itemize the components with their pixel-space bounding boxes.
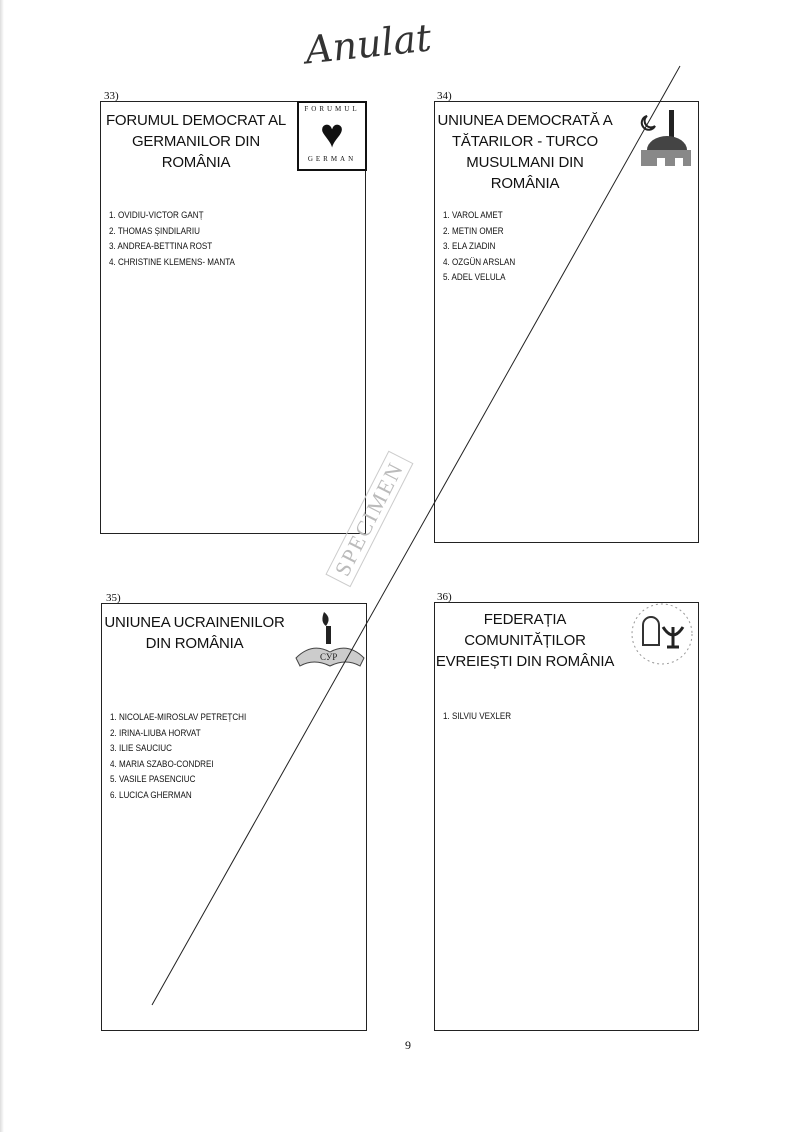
title-line: UNIUNEA UCRAINENILOR xyxy=(104,614,285,631)
ballot-box-36: FEDERAȚIA COMUNITĂȚILOR EVREIEȘTI DIN RO… xyxy=(434,602,699,1031)
ballot-number: 35) xyxy=(106,592,121,604)
title-line: FORUMUL DEMOCRAT AL xyxy=(105,112,287,129)
candidate: 1. OVIDIU-VICTOR GANȚ xyxy=(109,210,204,221)
candidate: 1. SILVIU VEXLER xyxy=(443,711,512,722)
forumul-german-logo: FORUMUL ♥ GERMAN xyxy=(297,101,367,171)
candidate: 4. CHRISTINE KLEMENS- MANTA xyxy=(109,256,235,268)
ballot-number: 33) xyxy=(104,90,119,102)
ballot-box-35: UNIUNEA UCRAINENILOR DIN ROMÂNIA СУР 1. … xyxy=(101,603,367,1031)
open-book-torch-logo: СУР xyxy=(295,612,365,667)
heart-icon: ♥ xyxy=(320,111,344,156)
title-line: EVREIEȘTI DIN ROMÂNIA xyxy=(435,653,615,670)
jewish-federation-seal-logo xyxy=(631,603,693,665)
candidate: 4. OZGÜN ARSLAN xyxy=(443,256,516,268)
title-line: MUSULMANI DIN xyxy=(466,154,584,171)
title-line: FEDERAȚIA xyxy=(483,611,567,628)
mosque-crescent-logo xyxy=(640,110,691,166)
title-line: GERMANILOR DIN xyxy=(131,133,261,150)
candidate: 5. ADEL VELULA xyxy=(443,272,506,283)
candidate: 6. LUCICA GHERMAN xyxy=(110,789,192,801)
candidate: 3. ANDREA-BETTINA ROST xyxy=(109,241,213,252)
party-title: UNIUNEA DEMOCRATĂ A TĂTARILOR - TURCO MU… xyxy=(435,110,615,194)
handwritten-note: Anulat xyxy=(303,15,434,73)
candidate-list: 1. NICOLAE-MIROSLAV PETREȚCHI 2. IRINA-L… xyxy=(110,710,246,803)
candidate: 4. MARIA SZABO-CONDREI xyxy=(110,758,214,770)
title-line: ROMÂNIA xyxy=(161,154,231,171)
page-number: 9 xyxy=(405,1038,411,1052)
title-line: COMUNITĂȚILOR xyxy=(464,632,586,649)
candidate-list: 1. VAROL AMET 2. METIN OMER 3. ELA ZIADI… xyxy=(443,208,515,286)
logo-text: GERMAN xyxy=(307,155,357,163)
candidate: 1. VAROL AMET xyxy=(443,210,503,221)
candidate: 5. VASILE PASENCIUC xyxy=(110,774,196,785)
ballot-box-33: FORUMUL DEMOCRAT AL GERMANILOR DIN ROMÂN… xyxy=(100,101,367,534)
party-title: FORUMUL DEMOCRAT AL GERMANILOR DIN ROMÂN… xyxy=(101,110,291,173)
title-line: DIN ROMÂNIA xyxy=(145,635,244,652)
candidate: 2. METIN OMER xyxy=(443,225,504,237)
ballot-box-34: UNIUNEA DEMOCRATĂ A TĂTARILOR - TURCO MU… xyxy=(434,101,699,543)
svg-text:СУР: СУР xyxy=(320,652,337,662)
title-line: UNIUNEA DEMOCRATĂ A xyxy=(437,112,613,129)
candidate: 3. ILIE SAUCIUC xyxy=(110,743,172,754)
candidate: 1. NICOLAE-MIROSLAV PETREȚCHI xyxy=(110,712,247,723)
scan-edge xyxy=(0,0,4,1132)
candidate: 3. ELA ZIADIN xyxy=(443,241,496,252)
title-line: TĂTARILOR - TURCO xyxy=(451,133,599,150)
party-title: FEDERAȚIA COMUNITĂȚILOR EVREIEȘTI DIN RO… xyxy=(435,609,615,672)
candidate: 2. THOMAS ȘINDILARIU xyxy=(109,225,200,237)
title-line: ROMÂNIA xyxy=(490,175,560,192)
candidate-list: 1. OVIDIU-VICTOR GANȚ 2. THOMAS ȘINDILAR… xyxy=(109,208,235,270)
candidate: 2. IRINA-LIUBA HORVAT xyxy=(110,727,201,739)
party-title: UNIUNEA UCRAINENILOR DIN ROMÂNIA xyxy=(102,612,287,654)
candidate-list: 1. SILVIU VEXLER xyxy=(443,709,511,725)
